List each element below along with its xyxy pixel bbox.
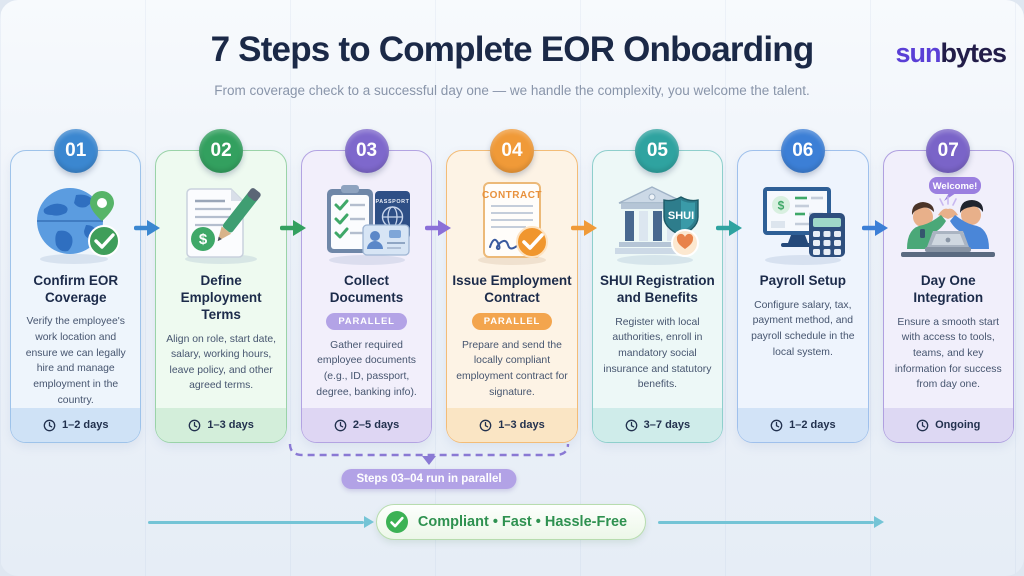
check-circle-icon: [385, 511, 408, 533]
duration-footer: 1–2 days: [738, 408, 868, 442]
globe-location-check-icon: [11, 177, 140, 269]
step-description: Register with local authorities, enroll …: [603, 316, 712, 391]
step-number: 06: [792, 140, 814, 161]
duration-label: 3–7 days: [643, 419, 691, 431]
timeline-arrow-right: [658, 515, 884, 528]
parallel-bracket: [288, 444, 570, 465]
flow-arrow-icon: [134, 220, 160, 236]
clock-icon: [334, 419, 347, 431]
duration-footer: Ongoing: [883, 408, 1013, 442]
step-number-badge: 05: [635, 129, 680, 173]
step-number: 04: [501, 140, 523, 161]
duration-footer: 1–3 days: [447, 408, 577, 442]
step-card-07: 07 Welcome!: [882, 129, 1014, 443]
compliance-pill: Compliant • Fast • Hassle-Free: [375, 504, 647, 540]
step-description: Prepare and send the locally compliant e…: [456, 339, 568, 398]
contract-label: CONTRACT: [482, 190, 542, 201]
step-number-badge: 01: [53, 129, 98, 173]
step-description: Verify the employee's work location and …: [25, 316, 126, 406]
step-number-badge: 02: [199, 129, 244, 173]
clock-icon: [189, 419, 201, 431]
duration-label: 2–5 days: [352, 419, 400, 431]
step-number: 02: [210, 140, 232, 161]
svg-text:$: $: [777, 199, 784, 213]
step-title: Confirm EOR Coverage: [33, 272, 119, 305]
svg-text:$: $: [199, 231, 208, 248]
clock-icon: [770, 419, 783, 431]
logo-part-bytes: bytes: [940, 38, 1007, 68]
sunbytes-logo: sunbytes: [895, 38, 1007, 69]
parallel-badge: PARALLEL: [471, 312, 553, 330]
step-number-badge: 06: [780, 129, 825, 173]
clock-icon: [916, 419, 929, 431]
shui-label: SHUI: [668, 210, 694, 222]
step-card-06: 06 $: [737, 129, 869, 443]
compliance-label: Compliant • Fast • Hassle-Free: [417, 514, 628, 530]
duration-label: 1–3 days: [207, 419, 254, 431]
flow-arrow-icon: [571, 220, 597, 236]
welcome-label: Welcome!: [933, 181, 978, 192]
page-title: 7 Steps to Complete EOR Onboarding: [210, 30, 815, 69]
high-five-welcome-icon: Welcome!: [884, 177, 1013, 269]
flow-arrow-icon: [425, 220, 451, 236]
step-number: 03: [355, 140, 378, 161]
duration-footer: 3–7 days: [592, 408, 723, 442]
duration-footer: 1–3 days: [156, 408, 286, 442]
step-description: Gather required employee documents (e.g.…: [316, 339, 417, 398]
duration-label: 1–3 days: [498, 419, 545, 431]
step-title: Day One Integration: [913, 273, 984, 305]
clock-icon: [625, 419, 638, 431]
clock-icon: [479, 419, 492, 431]
step-title: Issue Employment Contract: [452, 273, 572, 305]
duration-label: Ongoing: [935, 419, 981, 431]
flow-arrow-icon: [862, 220, 888, 236]
svg-text:PASSPORT: PASSPORT: [375, 199, 409, 205]
bank-shield-heart-icon: SHUI: [593, 177, 722, 269]
clock-icon: [43, 419, 56, 431]
step-card-05: 05 SHUI: [591, 129, 724, 443]
logo-part-sun: sun: [895, 38, 941, 68]
parallel-note-pill: Steps 03–04 run in parallel: [341, 469, 517, 489]
contract-signature-check-icon: CONTRACT: [447, 177, 576, 269]
step-card-03: 03 PASSPORT: [300, 129, 433, 443]
step-card-01: 01 Confirm EOR Coverage Veri: [10, 129, 142, 443]
document-pen-icon: $: [156, 177, 285, 269]
step-number-badge: 04: [489, 129, 534, 173]
duration-footer: 2–5 days: [301, 408, 432, 442]
duration-label: 1–2 days: [789, 419, 836, 431]
steps-row: 01 Confirm EOR Coverage Veri: [10, 129, 1014, 443]
duration-label: 1–2 days: [61, 419, 109, 432]
step-number-badge: 03: [344, 129, 389, 173]
welcome-speech-bubble: Welcome!: [929, 177, 982, 201]
step-number: 01: [65, 140, 87, 161]
duration-footer: 1–2 days: [11, 408, 141, 442]
flow-arrow-icon: [716, 220, 742, 236]
parallel-badge: PARALLEL: [326, 312, 407, 330]
step-number: 05: [646, 140, 668, 161]
page-subtitle: From coverage check to a successful day …: [214, 83, 810, 98]
step-card-04: 04 CONTRACT Issue Employment Contract PA…: [446, 129, 578, 443]
step-title: SHUI Registration and Benefits: [600, 273, 715, 305]
step-number: 07: [937, 140, 959, 161]
step-description: Align on role, start date, salary, worki…: [166, 333, 276, 392]
timeline-arrow-left: [148, 515, 374, 528]
step-number-badge: 07: [926, 129, 971, 173]
step-title: Payroll Setup: [759, 273, 846, 288]
bottom-banner: Compliant • Fast • Hassle-Free: [148, 504, 884, 540]
step-card-02: 02 $: [155, 129, 287, 443]
monitor-calculator-icon: $: [738, 177, 867, 269]
checklist-passport-id-icon: PASSPORT: [302, 177, 431, 269]
step-title: Collect Documents: [329, 273, 404, 305]
step-title: Define Employment Terms: [180, 273, 262, 322]
step-description: Ensure a smooth start with access to too…: [894, 316, 1002, 391]
flow-arrow-icon: [280, 220, 306, 236]
step-description: Configure salary, tax, payment method, a…: [751, 299, 855, 358]
